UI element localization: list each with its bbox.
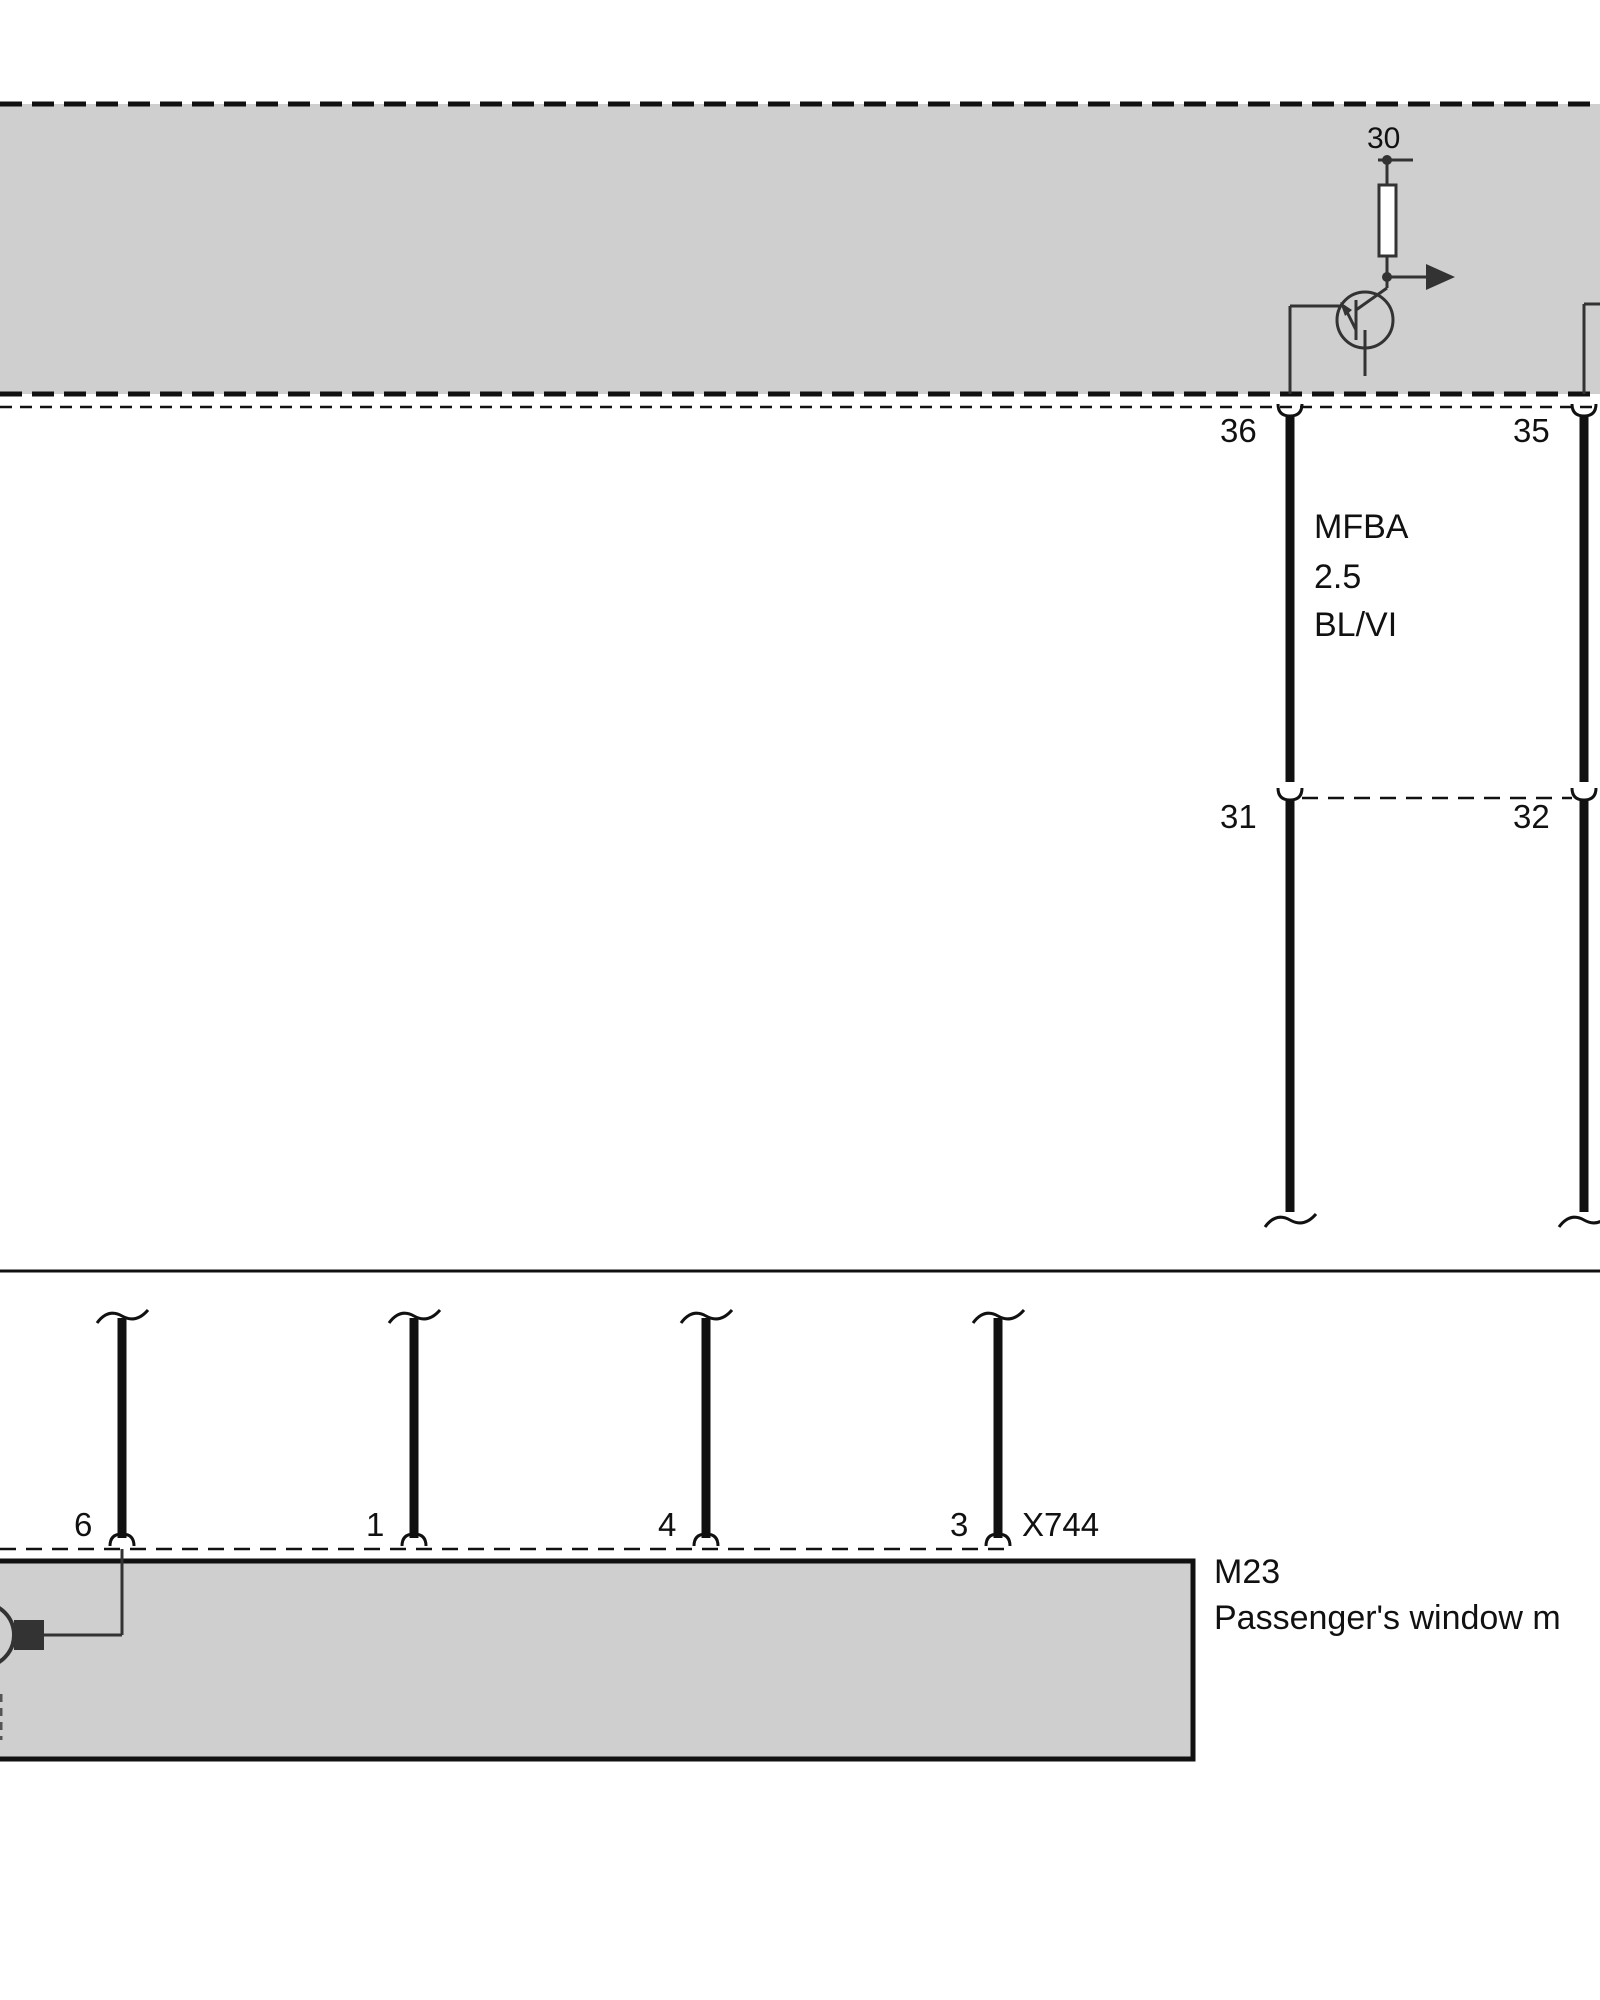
bottom-wires <box>95 1308 1026 1547</box>
pin-35-internal-line <box>1582 302 1600 394</box>
wire-name-label: MFBA <box>1314 508 1409 546</box>
arrow-right-icon <box>1387 264 1455 290</box>
motor-component-box <box>0 1558 1196 1762</box>
pin-35-label: 35 <box>1513 412 1550 449</box>
pin-6-label: 6 <box>74 1506 92 1543</box>
motor-icon <box>0 1606 44 1740</box>
pin-32-label: 32 <box>1513 798 1550 835</box>
wire-size-label: 2.5 <box>1314 558 1361 596</box>
pin-3-label: 3 <box>950 1506 968 1543</box>
pin-31-label: 31 <box>1220 798 1257 835</box>
pin-30-label: 30 <box>1367 122 1400 155</box>
top-module <box>0 101 1600 409</box>
wire-break-icon <box>971 1308 1026 1324</box>
wire-break-icon <box>679 1308 734 1324</box>
wire-35-32 <box>1570 403 1598 1212</box>
resistor-icon <box>1377 183 1398 288</box>
wire-break-icon <box>95 1308 150 1324</box>
connector-x744-label: X744 <box>1022 1506 1099 1543</box>
wire-break-icon <box>1557 1215 1600 1228</box>
wire-color-label: BL/VI <box>1314 606 1397 644</box>
wire-break-icon <box>1263 1212 1318 1228</box>
pin-36-label: 36 <box>1220 412 1257 449</box>
wire-36-31 <box>1276 403 1304 1212</box>
motor-description-label: Passenger's window m <box>1214 1599 1561 1637</box>
pin-1-label: 1 <box>366 1506 384 1543</box>
supply-terminal-30 <box>1378 155 1413 185</box>
wire-break-icon <box>387 1308 442 1324</box>
transistor-icon <box>1288 286 1395 394</box>
pin-4-label: 4 <box>658 1506 676 1543</box>
motor-id-label: M23 <box>1214 1553 1280 1591</box>
